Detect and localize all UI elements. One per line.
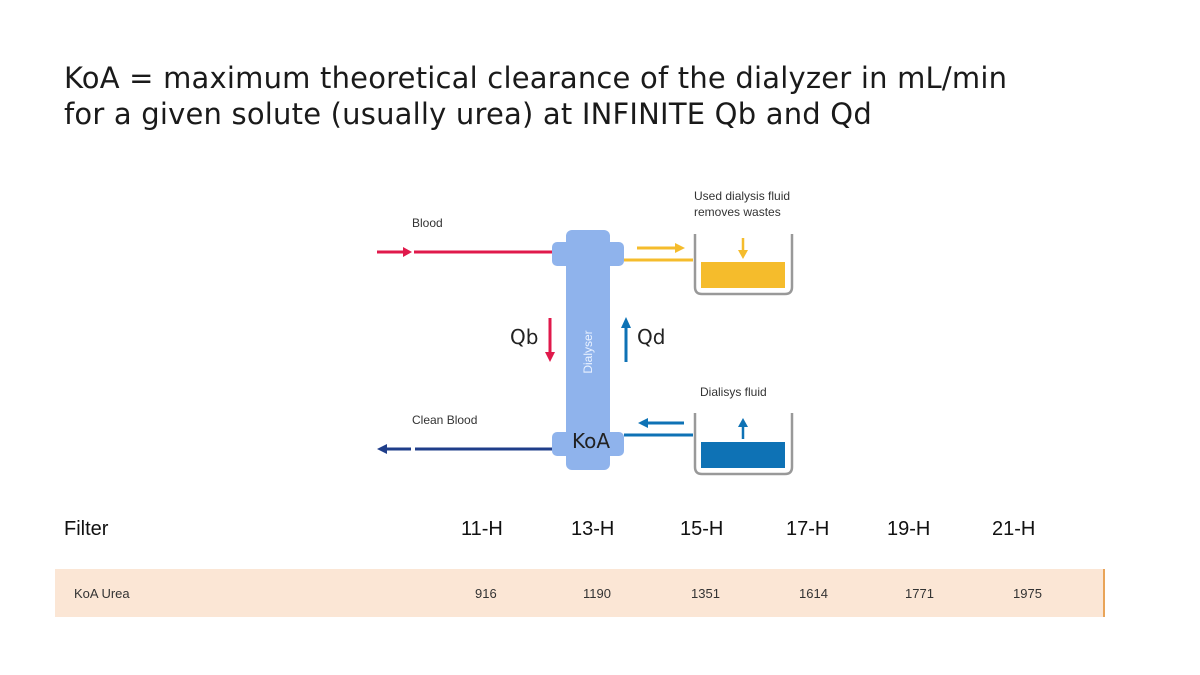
table-cell: 1771	[905, 586, 934, 601]
clean-blood-label: Clean Blood	[412, 413, 477, 427]
qb-arrow	[545, 318, 555, 362]
filter-table-header: Filter 11-H 13-H 15-H 17-H 19-H 21-H	[64, 518, 1104, 548]
column-header: 11-H	[461, 518, 503, 540]
used-fluid-outflow	[624, 243, 693, 262]
blood-inflow	[377, 247, 556, 257]
title-line-1: KoA = maximum theoretical clearance of t…	[64, 61, 1008, 95]
blood-label: Blood	[412, 216, 443, 230]
table-cell: 1614	[799, 586, 828, 601]
filter-header-label: Filter	[64, 518, 109, 540]
dialyser	[552, 230, 624, 470]
dialysis-fluid-inflow	[624, 418, 693, 437]
dialysis-fluid-tank	[693, 413, 794, 476]
slide-title: KoA = maximum theoretical clearance of t…	[64, 60, 1164, 132]
column-header: 17-H	[786, 518, 830, 540]
used-fluid-tank	[693, 234, 794, 296]
title-line-2: for a given solute (usually urea) at INF…	[64, 97, 872, 131]
used-fluid-label-line-1: Used dialysis fluid	[694, 189, 790, 203]
used-fluid-label-line-2: removes wastes	[694, 205, 781, 219]
table-cell: 1351	[691, 586, 720, 601]
clean-blood-outflow	[377, 444, 556, 454]
dialysis-fluid-label: Dialisys fluid	[700, 385, 767, 399]
koa-urea-row: KoA Urea 916 1190 1351 1614 1771 1975	[55, 569, 1105, 617]
koa-label: KoA	[572, 429, 610, 453]
row-label: KoA Urea	[74, 586, 130, 601]
qb-label: Qb	[510, 325, 538, 349]
qd-label: Qd	[637, 325, 665, 349]
column-header: 19-H	[887, 518, 931, 540]
column-header: 13-H	[571, 518, 615, 540]
column-header: 15-H	[680, 518, 724, 540]
table-cell: 916	[475, 586, 497, 601]
column-header: 21-H	[992, 518, 1036, 540]
dialyser-label: Dialyser	[581, 330, 595, 373]
table-cell: 1190	[583, 586, 611, 601]
table-cell: 1975	[1013, 586, 1042, 601]
qd-arrow	[621, 317, 631, 362]
